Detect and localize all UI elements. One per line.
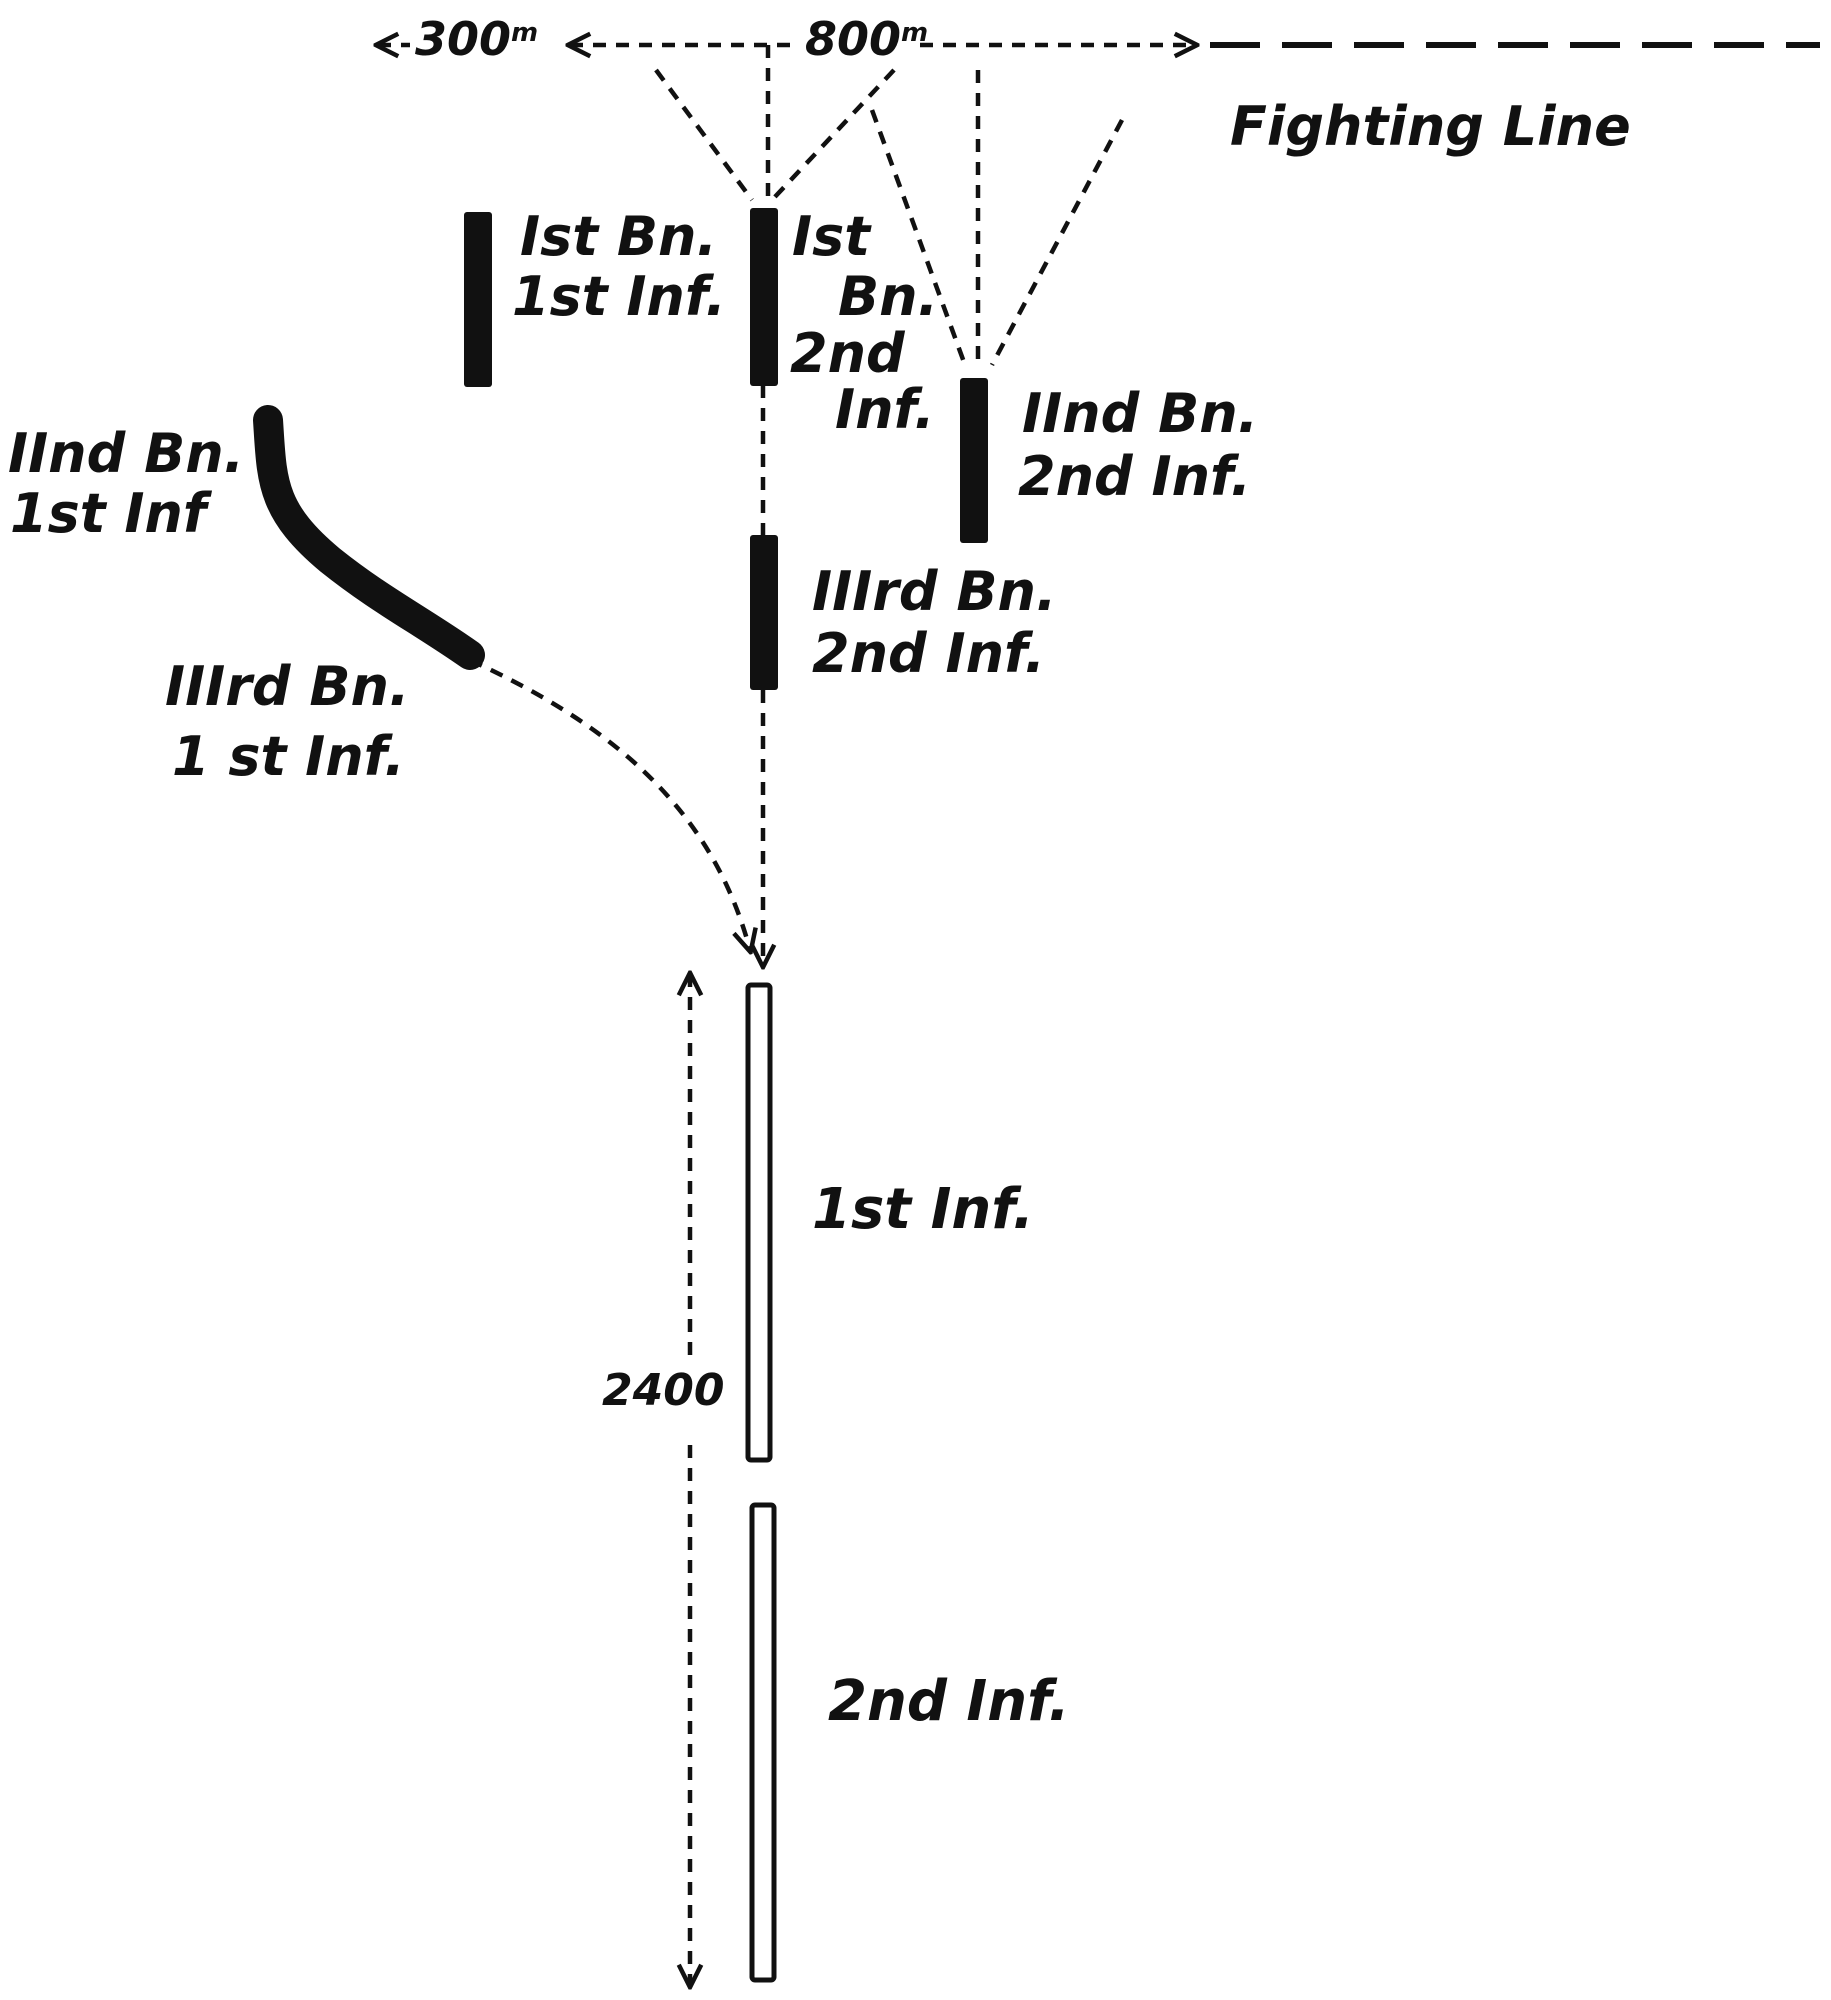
approach-line	[770, 68, 896, 202]
bn3-inf2-label: IIIrd Bn. 2nd Inf.	[812, 560, 1075, 685]
bn2-inf2-bar	[960, 378, 988, 543]
inf1-column-bar	[745, 982, 773, 1463]
inf1-column-label: 1st Inf.	[812, 1177, 1034, 1242]
bn1-inf2-label: Ist Bn. 2nd Inf.	[790, 205, 957, 441]
dimension-300-label: 300m	[415, 12, 538, 66]
bn2-inf2-label: IInd Bn. 2nd Inf.	[1018, 382, 1277, 508]
bn1-inf1-bar	[464, 212, 492, 387]
wheel-path-line	[469, 657, 750, 950]
bn3-inf1-label: IIIrd Bn. 1 st Inf.	[165, 655, 428, 788]
bn2-bn3-inf1-curved-bar	[253, 405, 485, 670]
bn2-inf1-label: IInd Bn. 1st Inf	[8, 422, 263, 545]
bn3-inf2-bar	[750, 535, 778, 690]
approach-line	[654, 68, 754, 202]
inf2-column-bar	[749, 1502, 777, 1983]
bn1-inf2-bar	[750, 208, 778, 386]
approach-line	[990, 118, 1124, 367]
bn1-inf1-label: Ist Bn. 1st Inf.	[512, 205, 736, 328]
dimension-800-label: 800m	[805, 12, 928, 66]
inf2-column-label: 2nd Inf.	[828, 1669, 1070, 1734]
depth-2400-label: 2400	[602, 1365, 724, 1416]
fighting-line-label: Fighting Line	[1230, 95, 1631, 158]
